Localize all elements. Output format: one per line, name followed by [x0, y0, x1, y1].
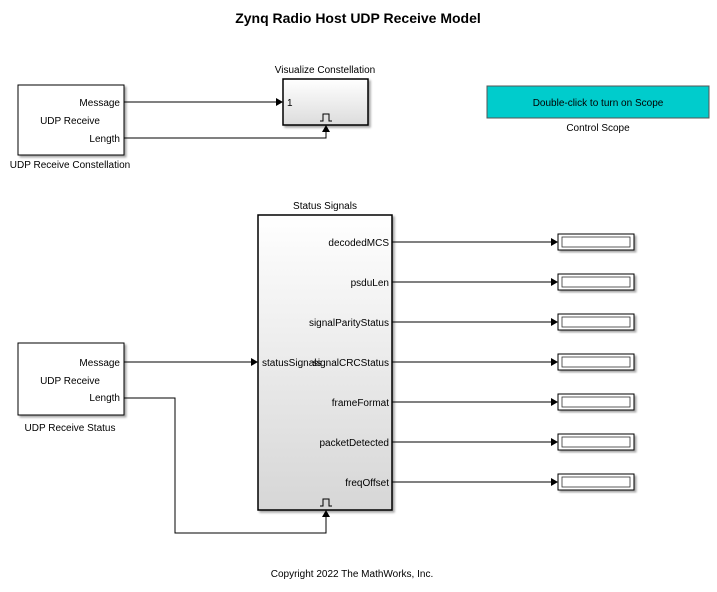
display-value-field [561, 436, 631, 448]
wire-arrowhead [251, 358, 258, 366]
status-display-blocks [557, 233, 635, 491]
status-output-port-1: psduLen [351, 278, 389, 289]
display-block-0[interactable] [557, 233, 635, 251]
status-signals-block[interactable]: statusSignals decodedMCS psduLen signalPar… [257, 214, 393, 511]
udp-receive-constellation-block[interactable]: Message UDP Receive Length [17, 84, 125, 156]
visualize-constellation-box[interactable] [282, 78, 369, 126]
status-output-port-6: freqOffset [345, 478, 389, 489]
visualize-input-port-label: 1 [287, 98, 293, 109]
udp-receive-constellation-box[interactable] [17, 84, 125, 156]
wire-arrowhead [551, 398, 558, 406]
wire-arrowhead [551, 358, 558, 366]
status-signals-caption: Status Signals [293, 201, 357, 212]
udp-constellation-message-port: Message [79, 98, 120, 109]
status-signals-box[interactable] [257, 214, 393, 511]
wire-length-to-trigger [124, 132, 327, 139]
status-signals-output-labels: decodedMCS psduLen signalParityStatus signa… [309, 238, 389, 489]
visualize-constellation-block[interactable]: 1 [282, 78, 369, 126]
status-output-port-4: frameFormat [332, 398, 389, 409]
control-scope-button[interactable]: Double-click to turn on Scope [486, 85, 710, 119]
model-title: Zynq Radio Host UDP Receive Model [235, 10, 481, 26]
display-block-5[interactable] [557, 433, 635, 451]
status-output-wires [392, 238, 558, 486]
status-signals-input-port: statusSignals [262, 358, 321, 369]
display-block-4[interactable] [557, 393, 635, 411]
wire-arrowhead [551, 438, 558, 446]
trigger-pulse-icon [320, 113, 332, 122]
status-output-port-0: decodedMCS [328, 238, 389, 249]
wire-length-to-status-trigger [124, 397, 327, 534]
status-output-port-5: packetDetected [320, 438, 390, 449]
udp-status-caption: UDP Receive Status [25, 423, 116, 434]
udp-constellation-caption: UDP Receive Constellation [10, 160, 130, 171]
udp-status-length-port: Length [89, 393, 120, 404]
copyright-text: Copyright 2022 The MathWorks, Inc. [271, 569, 434, 580]
udp-status-body-label: UDP Receive [40, 376, 100, 387]
udp-constellation-length-port: Length [89, 134, 120, 145]
udp-constellation-body-label: UDP Receive [40, 116, 100, 127]
status-output-port-3: signalCRCStatus [313, 358, 389, 369]
wire-arrowhead [551, 478, 558, 486]
wire-arrowhead [551, 278, 558, 286]
display-value-field [561, 396, 631, 408]
wire-arrowhead [322, 510, 330, 517]
udp-status-message-port: Message [79, 358, 120, 369]
udp-receive-status-block[interactable]: Message UDP Receive Length [17, 342, 125, 416]
visualize-constellation-caption: Visualize Constellation [275, 65, 375, 76]
display-value-field [561, 316, 631, 328]
trigger-pulse-icon [320, 498, 332, 507]
wire-arrowhead [322, 125, 330, 132]
display-block-2[interactable] [557, 313, 635, 331]
display-block-6[interactable] [557, 473, 635, 491]
scope-button-label: Double-click to turn on Scope [533, 98, 664, 109]
display-value-field [561, 276, 631, 288]
wire-arrowhead [276, 98, 283, 106]
scope-toggle-button[interactable] [486, 85, 710, 119]
wire-arrowhead [551, 238, 558, 246]
display-value-field [561, 476, 631, 488]
display-block-1[interactable] [557, 273, 635, 291]
display-value-field [561, 356, 631, 368]
wire-arrowhead [551, 318, 558, 326]
udp-receive-status-box[interactable] [17, 342, 125, 416]
status-output-port-2: signalParityStatus [309, 318, 389, 329]
display-value-field [561, 236, 631, 248]
control-scope-caption: Control Scope [566, 123, 630, 134]
display-block-3[interactable] [557, 353, 635, 371]
